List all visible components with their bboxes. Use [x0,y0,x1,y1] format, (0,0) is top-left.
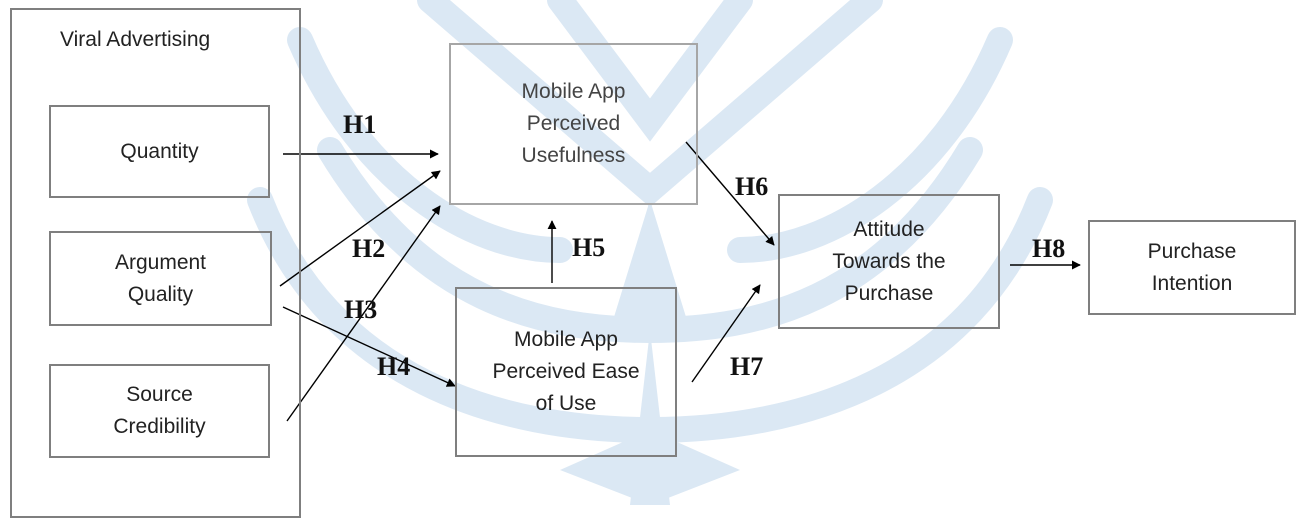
label-h8: H8 [1032,234,1066,263]
node-purchase-intention: Purchase Intention [1088,220,1296,315]
label-h4: H4 [377,352,411,381]
label-h2: H2 [352,234,386,263]
arrow-h7 [691,284,761,383]
node-perceived-ease-of-use-label: Mobile App Perceived Ease of Use [492,328,640,415]
label-h5: H5 [572,233,606,262]
arrow-h3 [286,205,441,422]
label-h7: H7 [730,352,764,381]
node-attitude: Attitude Towards the Purchase [778,194,1000,329]
node-perceived-ease-of-use: Mobile App Perceived Ease of Use [455,287,677,457]
arrow-h4 [282,306,456,387]
watermark-emblem [247,0,1053,505]
connector-layer [279,141,1081,422]
arrow-h2 [279,170,441,287]
research-model-diagram: Viral Advertising Quantity Argument Qual… [10,0,1296,518]
node-quantity: Quantity [49,105,270,198]
label-h1: H1 [343,110,377,139]
node-perceived-usefulness: Mobile App Perceived Usefulness [449,43,698,205]
label-h3: H3 [344,295,378,324]
node-purchase-intention-label: Purchase Intention [1147,239,1237,295]
node-quantity-label: Quantity [120,139,199,163]
label-h6: H6 [735,172,769,201]
viral-advertising-title: Viral Advertising [60,28,211,51]
node-argument-quality-label: Argument Quality [114,250,207,306]
node-attitude-label: Attitude Towards the Purchase [832,217,946,305]
node-source-credibility: Source Credibility [49,364,270,458]
node-source-credibility-label: Source Credibility [113,383,206,438]
arrow-h6 [685,141,775,246]
node-perceived-usefulness-label: Mobile App Perceived Usefulness [521,80,626,167]
node-argument-quality: Argument Quality [49,231,272,326]
